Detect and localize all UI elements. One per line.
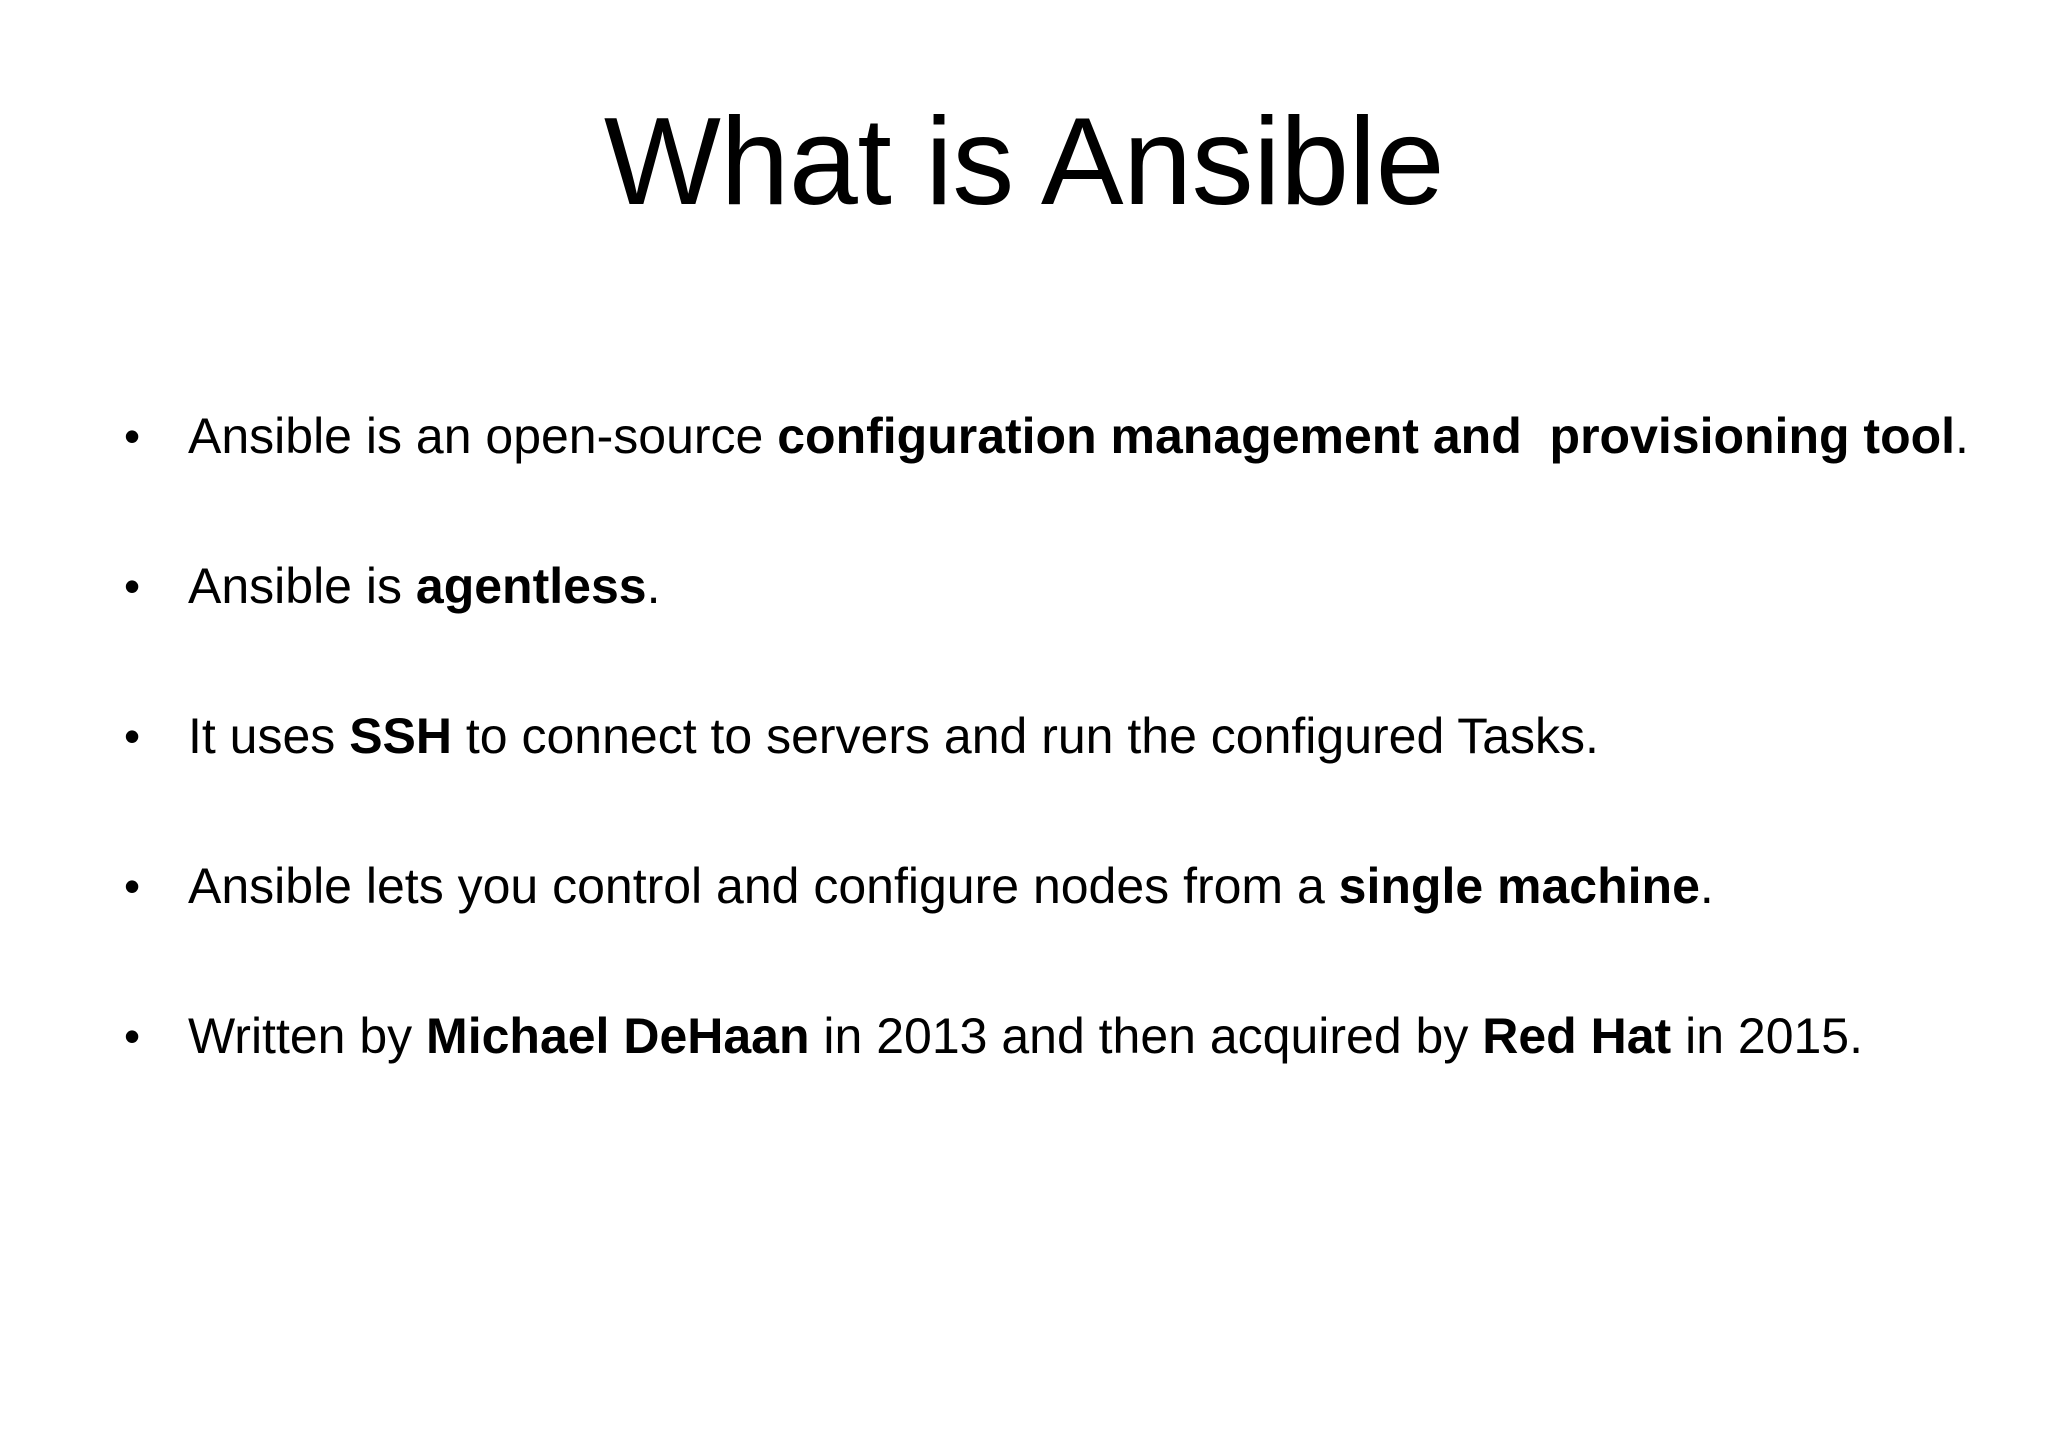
bullet-point-icon: •	[124, 860, 141, 912]
plain-text: It uses	[188, 708, 350, 764]
plain-text: Ansible is an open-source	[188, 408, 778, 464]
bullet-text-single-machine: Ansible lets you control and configure n…	[188, 854, 1998, 918]
list-item: • It uses SSH to connect to servers and …	[118, 704, 1998, 854]
plain-text: in 2013 and then acquired by	[809, 1008, 1483, 1064]
list-item: • Ansible is an open-source configuratio…	[118, 404, 1998, 554]
emphasized-text: Red Hat	[1482, 1008, 1672, 1064]
bullet-list: • Ansible is an open-source configuratio…	[118, 404, 1998, 1154]
plain-text: .	[646, 558, 661, 614]
bullet-point-icon: •	[124, 710, 141, 762]
emphasized-text: single machine	[1338, 858, 1700, 914]
plain-text: in 2015.	[1671, 1008, 1864, 1064]
plain-text: Ansible is	[188, 558, 416, 614]
list-item: • Ansible is agentless.	[118, 554, 1998, 704]
plain-text: Written by	[188, 1008, 427, 1064]
plain-text: Ansible lets you control and configure n…	[188, 858, 1339, 914]
plain-text: .	[1699, 858, 1714, 914]
bullet-text-history: Written by Michael DeHaan in 2013 and th…	[188, 1004, 1998, 1068]
emphasized-text: configuration management and provisionin…	[777, 408, 1956, 464]
emphasized-text: Michael DeHaan	[426, 1008, 810, 1064]
bullet-point-icon: •	[124, 560, 141, 612]
emphasized-text: agentless	[415, 558, 647, 614]
bullet-point-icon: •	[124, 1010, 141, 1062]
list-item: • Ansible lets you control and configure…	[118, 854, 1998, 1004]
emphasized-text: SSH	[349, 708, 452, 764]
bullet-text-ssh: It uses SSH to connect to servers and ru…	[188, 704, 1998, 768]
page-title: What is Ansible	[603, 93, 1445, 231]
bullet-text-open-source: Ansible is an open-source configuration …	[188, 404, 1998, 468]
bullet-text-agentless: Ansible is agentless.	[188, 554, 1998, 618]
plain-text: to connect to servers and run the config…	[452, 708, 1599, 764]
bullet-point-icon: •	[124, 410, 141, 462]
list-item: • Written by Michael DeHaan in 2013 and …	[118, 1004, 1998, 1154]
plain-text: .	[1955, 408, 1969, 464]
